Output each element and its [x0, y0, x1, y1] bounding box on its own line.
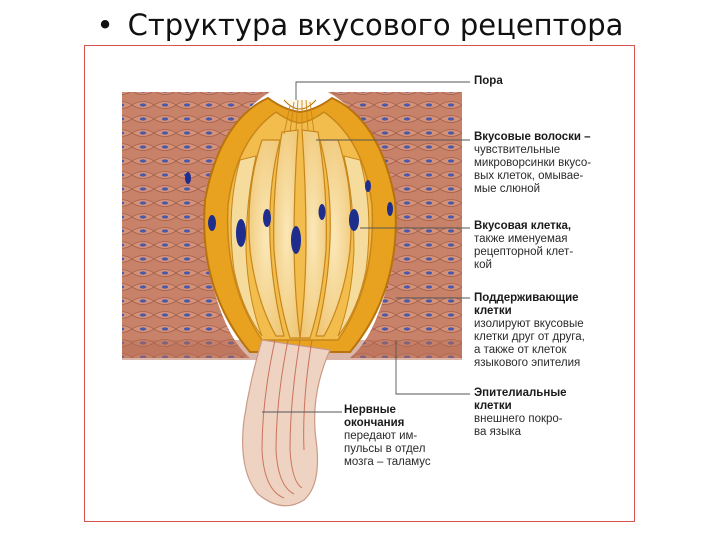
receptor-cell-3 — [299, 129, 327, 339]
label-pore: Пора — [474, 75, 503, 88]
nucleus — [185, 172, 191, 184]
label-line: передают им- — [344, 430, 418, 442]
label-pore-title: Пора — [474, 75, 503, 87]
nucleus — [291, 226, 301, 254]
leader-lines — [262, 81, 470, 413]
label-nerve-title: Нервные — [344, 404, 396, 416]
label-line: вых клеток, омывае- — [474, 170, 584, 182]
label-line: микроворсинки вкусо- — [474, 157, 592, 169]
bullet-glyph: • — [96, 8, 114, 42]
label-nerve-endings: Нервные окончания передают им- пульсы в … — [344, 404, 431, 469]
label-line: ва языка — [474, 426, 522, 438]
label-line: рецепторной клет- — [474, 246, 574, 258]
label-line: пульсы в отдел — [344, 443, 426, 455]
nucleus — [208, 215, 216, 231]
receptor-cell-1 — [248, 139, 285, 337]
taste-hairs — [283, 99, 315, 135]
label-line: внешнего покро- — [474, 413, 563, 425]
nerve-fibers — [261, 339, 313, 499]
nucleus — [263, 209, 271, 227]
slide-title-text: Структура вкусового рецептора — [127, 8, 624, 42]
receptor-cell-4 — [315, 139, 352, 337]
nucleus — [387, 202, 393, 216]
nucleus — [365, 180, 371, 192]
label-epithelial-title: Эпителиальные — [474, 387, 567, 399]
nucleus — [236, 219, 246, 247]
label-support-title: Поддерживающие — [474, 292, 579, 304]
label-taste-hairs: Вкусовые волоски – чувствительные микров… — [474, 131, 591, 196]
label-line: мые слюной — [474, 183, 541, 195]
label-line: языкового эпителия — [474, 357, 581, 369]
epithelium-left — [122, 92, 270, 358]
label-line: клетки друг от друга, — [474, 331, 585, 343]
label-support-cells: Поддерживающие клетки изолируют вкусовые… — [474, 292, 585, 370]
label-line: чувствительные — [474, 144, 561, 156]
receptor-cell-5 — [230, 155, 263, 337]
label-hairs-title: Вкусовые волоски – — [474, 131, 591, 143]
nucleus — [349, 209, 359, 231]
slide-title: • Структура вкусового рецептора — [0, 8, 720, 42]
label-epithelial-cells: Эпителиальные клетки внешнего покро- ва … — [474, 387, 567, 439]
label-receptor-cell: Вкусовая клетка, также именуемая рецепто… — [474, 220, 573, 272]
label-epithelial-title2: клетки — [474, 400, 512, 412]
pore — [283, 99, 317, 110]
label-nerve-title2: окончания — [344, 417, 405, 429]
nerve-bundle — [242, 339, 331, 507]
label-line: а также от клеток — [474, 344, 567, 356]
nucleus — [318, 204, 326, 220]
label-line: также именуемая — [474, 233, 568, 245]
label-line: изолируют вкусовые — [474, 318, 584, 330]
label-support-title2: клетки — [474, 305, 512, 317]
label-line: мозга – таламус — [344, 456, 431, 468]
label-cell-title: Вкусовая клетка, — [474, 220, 572, 232]
label-line: кой — [474, 259, 492, 271]
